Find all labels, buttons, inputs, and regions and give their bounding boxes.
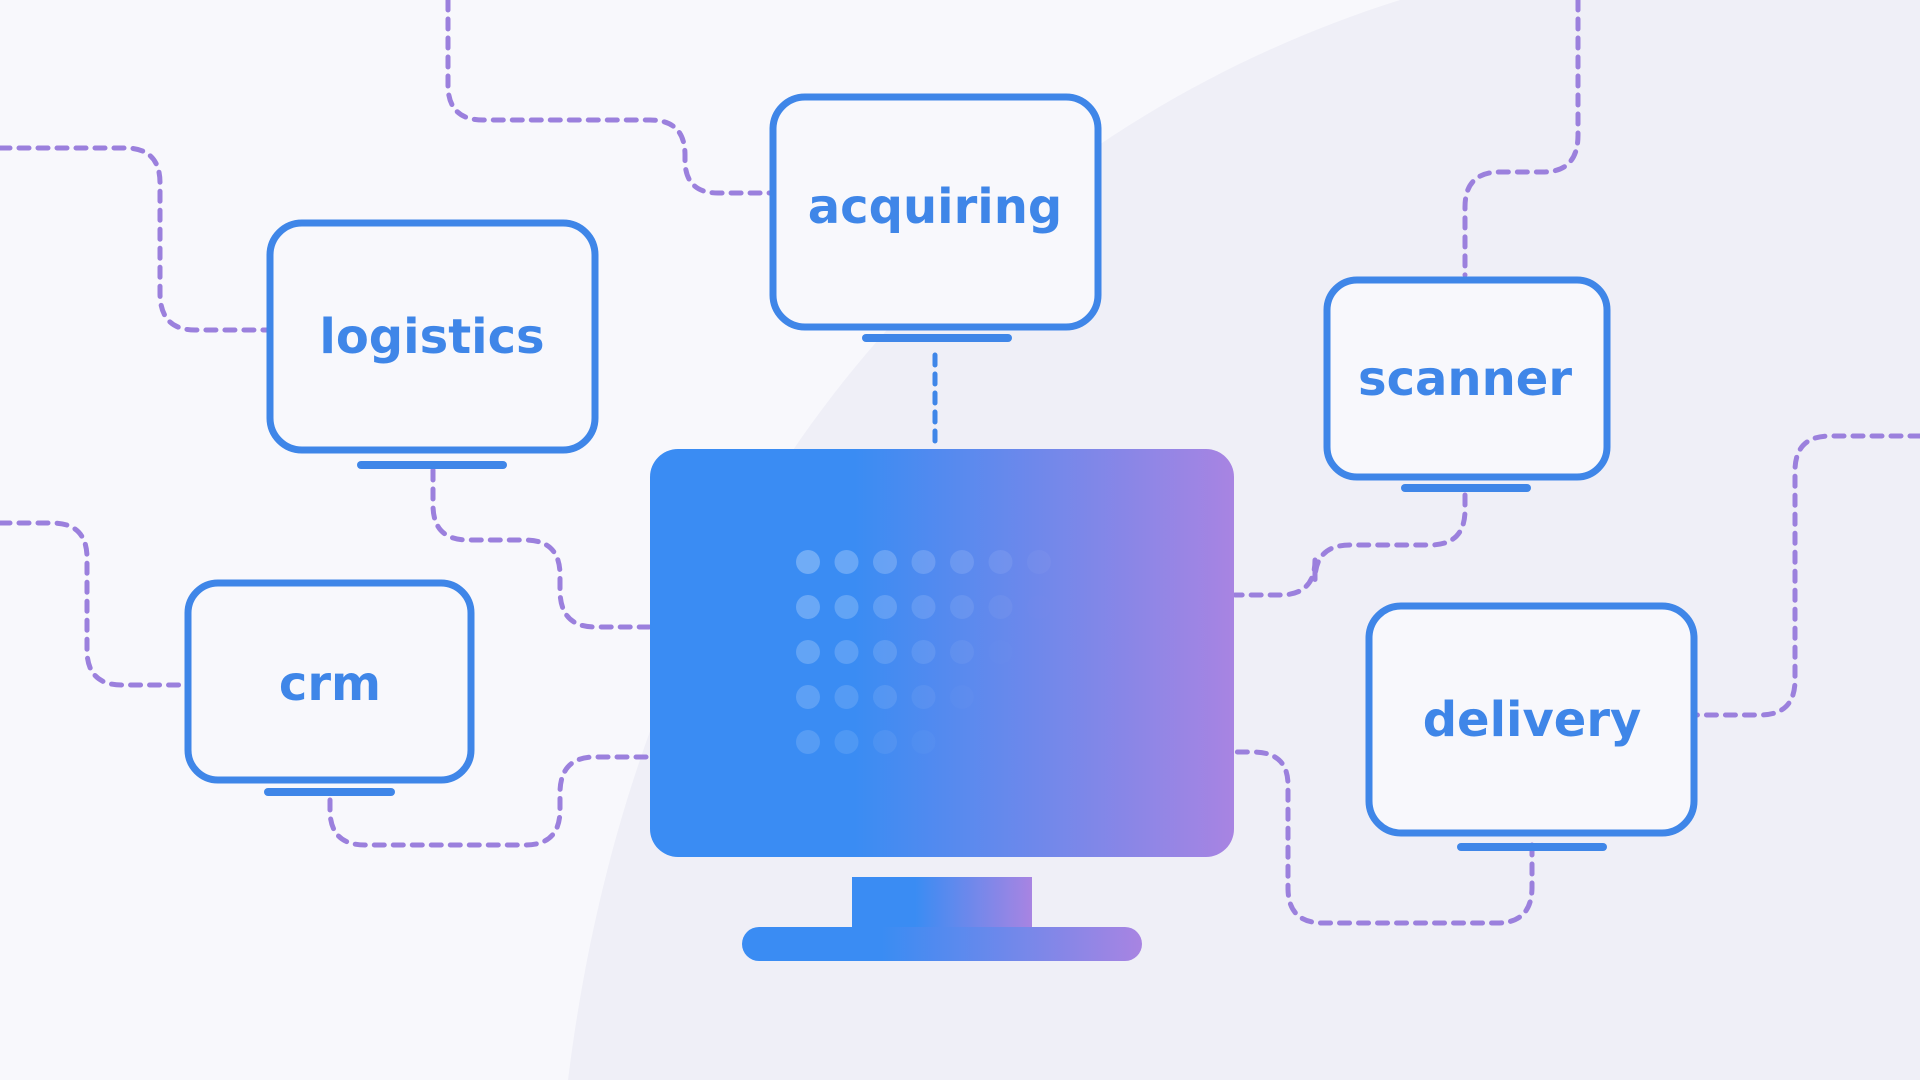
monitor-scanner-label: scanner: [1358, 351, 1572, 407]
central-monitor-dot-grid: [796, 550, 1051, 754]
dot: [873, 730, 897, 754]
dot: [873, 595, 897, 619]
monitor-delivery-screen: [1365, 602, 1698, 837]
monitor-crm-stand: [264, 788, 395, 796]
central-monitor: [650, 449, 1234, 961]
monitor-scanner: scanner: [1323, 276, 1611, 492]
dot: [796, 685, 820, 709]
dot: [834, 550, 859, 574]
dot: [988, 550, 1013, 574]
dot: [796, 730, 820, 754]
dot: [1027, 550, 1051, 574]
connectors: [0, 0, 1920, 926]
central-monitor-base: [742, 927, 1142, 961]
connector-left-crm: [0, 520, 191, 688]
monitor-delivery-label: delivery: [1423, 692, 1642, 748]
monitor-scanner-screen: [1323, 276, 1611, 481]
monitor-delivery: delivery: [1365, 602, 1698, 851]
connector-top-scanner: [1462, 0, 1581, 278]
connector-top-acquiring: [445, 0, 773, 196]
central-monitor-neck: [852, 877, 1032, 932]
dot: [834, 730, 859, 754]
dot: [950, 595, 974, 619]
connector-delivery-central: [1232, 749, 1535, 926]
dot: [911, 595, 936, 619]
connector-logistics-central: [430, 467, 653, 630]
dot: [873, 550, 897, 574]
monitor-scanner-stand: [1401, 484, 1531, 492]
dot: [834, 595, 859, 619]
dot: [912, 730, 936, 754]
dot: [988, 595, 1013, 619]
central-monitor-screen: [650, 449, 1234, 857]
monitor-logistics-label: logistics: [319, 309, 544, 365]
monitor-acquiring-label: acquiring: [808, 179, 1062, 235]
dot: [911, 640, 936, 664]
connector-left-logistics: [0, 145, 273, 333]
monitor-acquiring-screen: [769, 93, 1102, 331]
monitor-logistics: logistics: [266, 219, 599, 469]
dot: [796, 550, 820, 574]
monitor-acquiring-stand: [862, 334, 1012, 342]
dot: [950, 640, 974, 664]
monitor-logistics-screen: [266, 219, 599, 454]
connector-scanner-central: [1232, 492, 1468, 598]
dot: [989, 640, 1013, 664]
monitor-crm-label: crm: [279, 656, 381, 712]
dot: [950, 550, 974, 574]
monitor-delivery-stand: [1457, 843, 1607, 851]
monitor-logistics-stand: [357, 461, 507, 469]
dot: [911, 685, 936, 709]
connector-crm-central: [327, 754, 653, 848]
connector-right-delivery: [1692, 433, 1920, 718]
dot: [1027, 595, 1051, 619]
dot: [911, 550, 936, 574]
dot: [873, 640, 897, 664]
dot: [950, 685, 974, 709]
monitor-acquiring: acquiring: [769, 93, 1102, 342]
monitor-crm-screen: [184, 579, 475, 784]
dot: [834, 685, 859, 709]
dot: [796, 595, 820, 619]
dot: [873, 685, 897, 709]
dot: [834, 640, 859, 664]
monitor-crm: crm: [184, 579, 475, 796]
dot: [796, 640, 820, 664]
